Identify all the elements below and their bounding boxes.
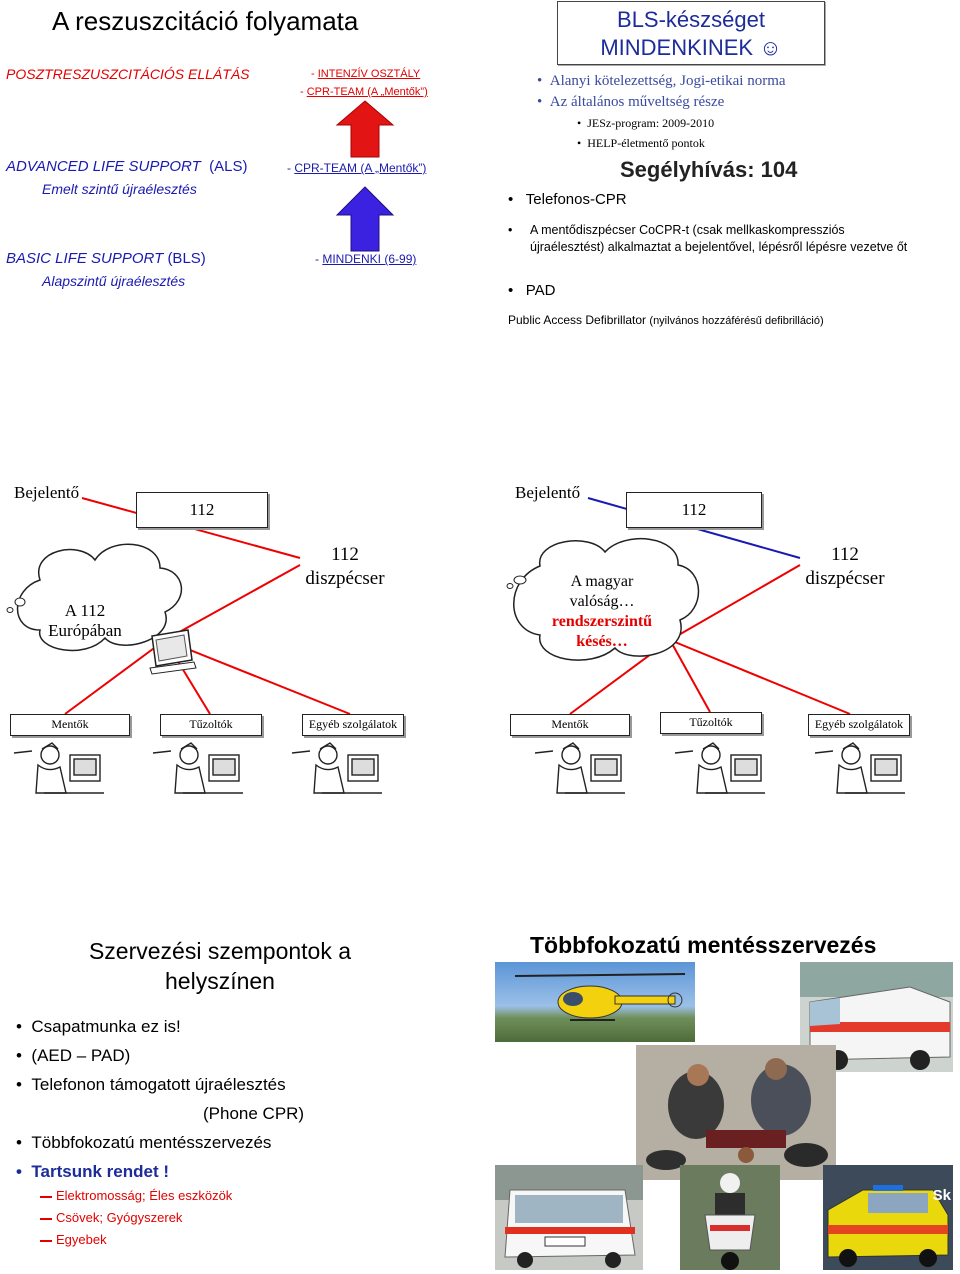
- item-order: • Tartsunk rendet !: [16, 1162, 169, 1181]
- service-left-ambulance: Mentők: [10, 714, 130, 736]
- bls-subbullets: • JESz-program: 2009-2010 • HELP-életmen…: [577, 113, 714, 153]
- dispatch-diagram: [6, 497, 905, 794]
- order-sublist: Elektromosság; Éles eszközök Csövek; Gyó…: [40, 1185, 232, 1251]
- cloud-right-text: A magyar valóság… rendszerszintű késés…: [551, 573, 653, 650]
- post-right-1: - INTENZÍV OSZTÁLY: [311, 68, 421, 80]
- item-phone: • Telefonon támogatott újraélesztés: [16, 1075, 286, 1094]
- sub-electricity: Elektromosság; Éles eszközök: [40, 1185, 232, 1207]
- item-multistage: • Többfokozatú mentésszervezés: [16, 1133, 272, 1152]
- organization-list: • Csapatmunka ez is! • (AED – PAD) • Tel…: [16, 1012, 304, 1186]
- tel-cpr: • Telefonos-CPR: [508, 191, 627, 208]
- bls-title-1: BLS-készséget: [617, 7, 765, 32]
- bls-title-2: MINDENKINEK ☺: [600, 35, 782, 60]
- ambulance-photo-bottom: [495, 1165, 643, 1270]
- yellow-car-photo: Sk: [823, 1165, 953, 1270]
- bls-sub: Alapszintű újraélesztés: [42, 273, 186, 289]
- red-up-arrow: [335, 100, 395, 158]
- service-right-other: Egyéb szolgálatok: [808, 714, 910, 736]
- bullet-culture: • Az általános műveltség része: [537, 94, 725, 110]
- num-box-right: 112: [626, 492, 762, 528]
- bls-label: BASIC LIFE SUPPORT (BLS): [6, 250, 206, 267]
- ambulance-label: Sk: [932, 1187, 951, 1204]
- sub-other: Egyebek: [40, 1229, 232, 1251]
- bls-right: - MINDENKI (6-99): [315, 252, 417, 266]
- bullet-obligation: • Alanyi kötelezettség, Jogi-etikai norm…: [537, 73, 786, 89]
- item-teamwork: • Csapatmunka ez is!: [16, 1017, 181, 1036]
- als-right: - CPR-TEAM (A „Mentők”): [287, 161, 427, 175]
- pad: • PAD: [508, 282, 556, 299]
- service-left-fire: Tűzoltók: [160, 714, 262, 736]
- ambulance-photo-top: [800, 962, 953, 1072]
- motorcycle-photo: [680, 1165, 780, 1270]
- service-right-fire: Tűzoltók: [660, 712, 762, 734]
- pad-desc: Public Access Defibrillator (nyilvános h…: [508, 313, 824, 327]
- subbullet-help: • HELP-életmentő pontok: [577, 136, 705, 150]
- helicopter-photo: [495, 962, 695, 1042]
- operators: [13, 742, 905, 794]
- als-sub: Emelt szintű újraélesztés: [42, 181, 197, 197]
- bls-bullets: • Alanyi kötelezettség, Jogi-etikai norm…: [537, 71, 786, 113]
- multistage-title: Többfokozatú mentésszervezés: [530, 932, 877, 958]
- post-resuscitation-label: POSZTRESZUSZCITÁCIÓS ELLÁTÁS: [6, 66, 250, 82]
- service-right-ambulance: Mentők: [510, 714, 630, 736]
- page-title: A reszuszcitáció folyamata: [52, 6, 359, 36]
- up-arrows: [335, 100, 395, 252]
- bls-title-box: BLS-készséget MINDENKINEK ☺: [557, 1, 825, 65]
- num-box-left: 112: [136, 492, 268, 528]
- reporter-right: Bejelentő: [515, 483, 581, 502]
- sub-tubes: Csövek; Gyógyszerek: [40, 1207, 232, 1229]
- computer-icon: [149, 629, 197, 675]
- als-label: ADVANCED LIFE SUPPORT (ALS): [6, 158, 248, 175]
- service-left-other: Egyéb szolgálatok: [302, 714, 404, 736]
- item-phone-cpr: (Phone CPR): [203, 1104, 305, 1123]
- tel-cpr-desc: • A mentődiszpécser CoCPR-t (csak mellka…: [508, 223, 908, 254]
- blue-up-arrow: [335, 186, 395, 252]
- cloud-right: [506, 538, 700, 661]
- helpline-number: Segélyhívás: 104: [620, 157, 798, 182]
- post-right-2: - CPR-TEAM (A „Mentők”): [300, 86, 428, 98]
- cloud-left: [6, 543, 182, 652]
- item-aed: • (AED – PAD): [16, 1046, 131, 1065]
- reporter-left: Bejelentő: [14, 483, 80, 502]
- subbullet-jesz: • JESz-program: 2009-2010: [577, 116, 715, 130]
- rescue-scene-photo: [636, 1045, 836, 1180]
